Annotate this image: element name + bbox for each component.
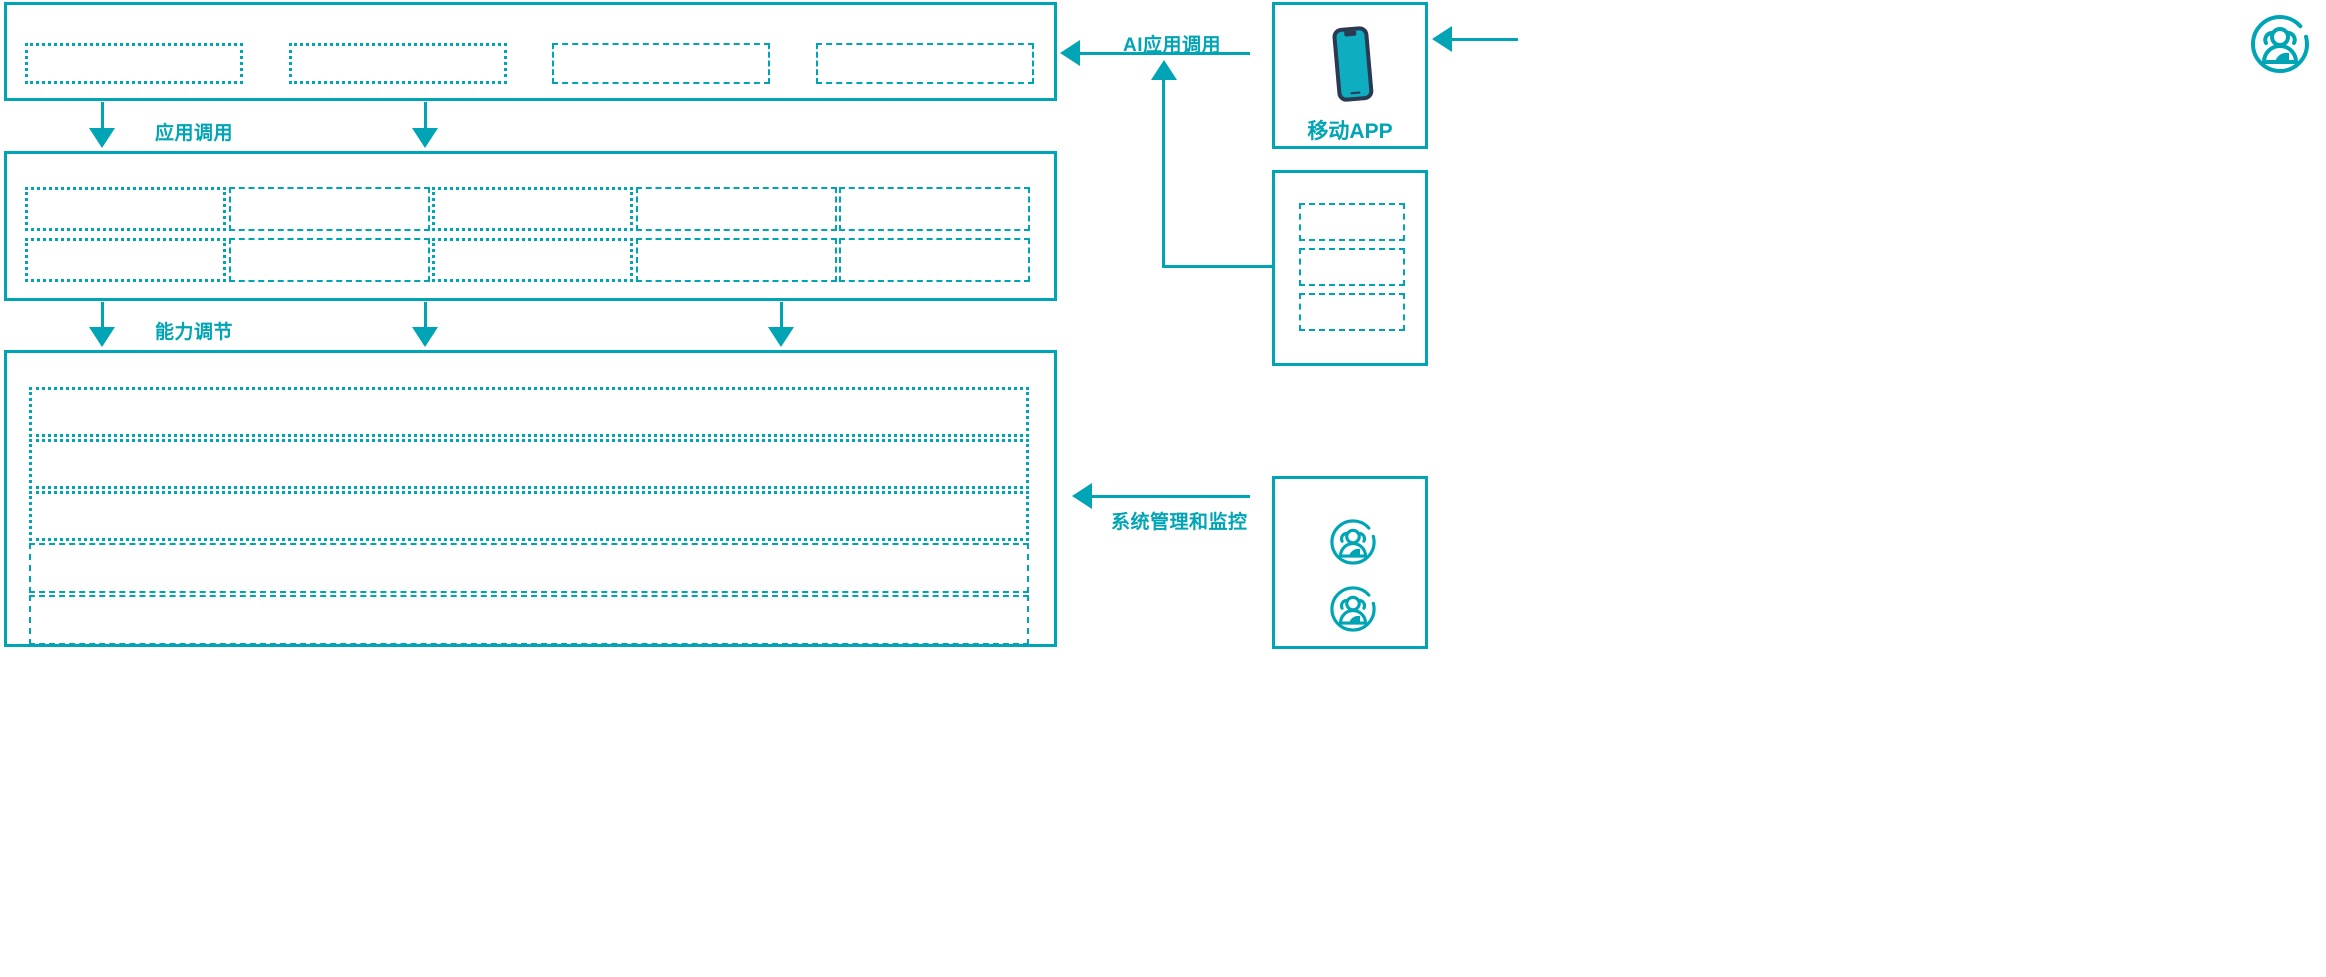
app-invoke-arrow-1-head xyxy=(89,128,115,148)
capability-adjust-arrow-2-line xyxy=(424,302,427,334)
platform-layer-panel xyxy=(4,350,1057,647)
ai-app-invoke-head xyxy=(1060,40,1080,66)
plat-row-3[interactable] xyxy=(29,491,1029,541)
operator-icon-1[interactable] xyxy=(1328,517,1378,567)
capability-layer-panel xyxy=(4,151,1057,301)
capability-adjust-arrow-3-head xyxy=(768,327,794,347)
app-slot-4[interactable] xyxy=(816,43,1034,84)
app-invoke-label: 应用调用 xyxy=(155,123,234,144)
mobile-app-panel[interactable]: 移动APP xyxy=(1272,2,1428,149)
cap-slot-2-1[interactable] xyxy=(25,238,226,282)
app-invoke-arrow-1-line xyxy=(101,102,104,134)
cap-slot-1-2[interactable] xyxy=(229,187,430,231)
end-user-to-mobile-head xyxy=(1432,26,1452,52)
app-invoke-arrow-2-head xyxy=(412,128,438,148)
app-slot-1[interactable] xyxy=(25,43,243,84)
plat-row-1[interactable] xyxy=(29,387,1029,437)
system-mgmt-monitor-head xyxy=(1072,483,1092,509)
app-slot-3[interactable] xyxy=(552,43,770,84)
application-layer-panel xyxy=(4,2,1057,101)
cap-slot-2-5[interactable] xyxy=(839,238,1030,282)
cap-slot-1-3[interactable] xyxy=(432,187,633,231)
ai-app-invoke-riser-head xyxy=(1151,60,1177,80)
end-user-actor[interactable] xyxy=(2248,12,2312,76)
app-slot-2[interactable] xyxy=(289,43,507,84)
capability-adjust-arrow-1-line xyxy=(101,302,104,334)
operator-icon-2[interactable] xyxy=(1328,584,1378,634)
mobile-phone-icon xyxy=(1332,26,1374,102)
system-mgmt-monitor-line xyxy=(1090,495,1250,498)
cap-slot-2-3[interactable] xyxy=(432,238,633,282)
mobile-app-label: 移动APP xyxy=(1307,120,1393,143)
plat-row-2[interactable] xyxy=(29,439,1029,489)
plat-row-4[interactable] xyxy=(29,543,1029,593)
plat-row-5[interactable] xyxy=(29,595,1029,645)
cap-slot-2-4[interactable] xyxy=(636,238,837,282)
channel-slot-3[interactable] xyxy=(1299,293,1405,331)
cap-slot-2-2[interactable] xyxy=(229,238,430,282)
capability-adjust-arrow-3-line xyxy=(780,302,783,334)
channel-slot-1[interactable] xyxy=(1299,203,1405,241)
channel-slot-2[interactable] xyxy=(1299,248,1405,286)
ai-app-invoke-riser-vertical xyxy=(1162,78,1165,268)
ai-app-invoke-line xyxy=(1078,52,1250,55)
cap-slot-1-4[interactable] xyxy=(636,187,837,231)
app-invoke-arrow-2-line xyxy=(424,102,427,134)
ai-app-invoke-label: AI应用调用 xyxy=(1123,35,1222,56)
ai-app-invoke-riser-horizontal xyxy=(1162,265,1272,268)
cap-slot-1-5[interactable] xyxy=(839,187,1030,231)
capability-adjust-arrow-2-head xyxy=(412,327,438,347)
capability-adjust-arrow-1-head xyxy=(89,327,115,347)
end-user-to-mobile-line xyxy=(1450,38,1518,41)
capability-adjust-label: 能力调节 xyxy=(155,322,234,343)
operators-panel xyxy=(1272,476,1428,649)
channel-panel xyxy=(1272,170,1428,366)
system-mgmt-monitor-label: 系统管理和监控 xyxy=(1111,512,1248,533)
cap-slot-1-1[interactable] xyxy=(25,187,226,231)
